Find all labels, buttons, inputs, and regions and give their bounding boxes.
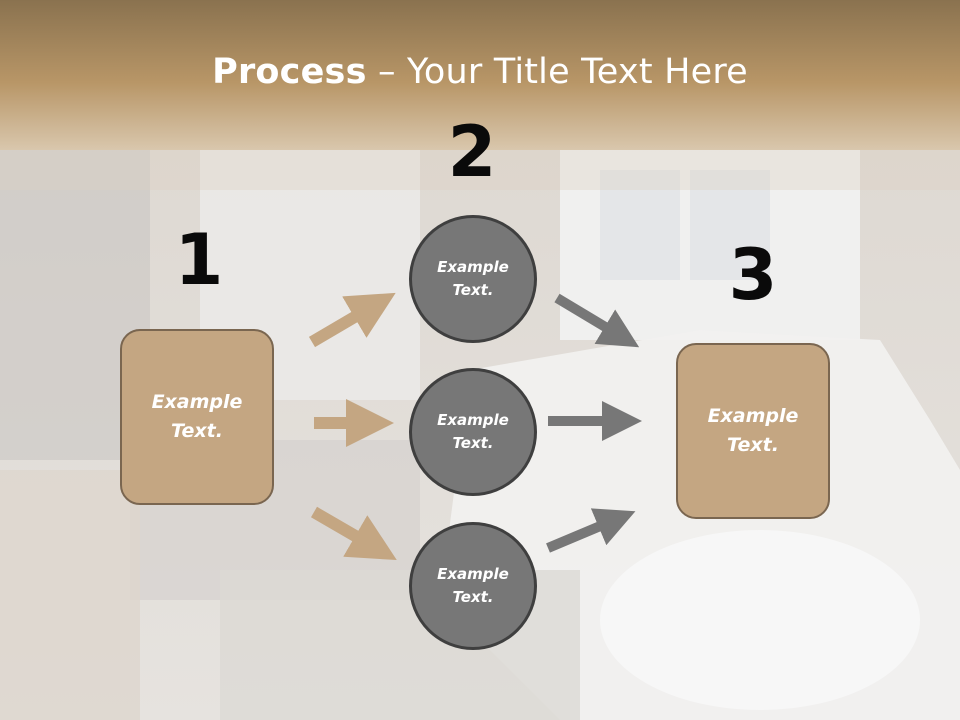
step-number-2: 2	[447, 111, 497, 193]
circle-bottom-line1: Example	[437, 565, 509, 583]
circle-bottom-line2: Text.	[452, 588, 494, 606]
circle-top-line1: Example	[437, 258, 509, 276]
title-bold: Process	[212, 52, 367, 92]
arrow-left-to-bottom	[310, 506, 397, 561]
left-box-line2: Text.	[171, 420, 223, 442]
title-rest: – Your Title Text Here	[366, 52, 748, 92]
left-box-line1: Example	[151, 391, 243, 413]
page-title: Process – Your Title Text Here	[0, 52, 960, 92]
arrow-left-to-top	[308, 292, 396, 348]
step-number-3: 3	[728, 234, 778, 316]
arrow-bottom-to-right	[546, 508, 636, 553]
step-number-1: 1	[174, 219, 224, 301]
circle-middle-line1: Example	[437, 411, 509, 429]
arrow-top-to-right	[554, 293, 640, 348]
circle-middle-line2: Text.	[452, 434, 494, 452]
circle-top-line2: Text.	[452, 281, 494, 299]
right-box-line2: Text.	[727, 434, 779, 456]
right-box-line1: Example	[707, 405, 799, 427]
